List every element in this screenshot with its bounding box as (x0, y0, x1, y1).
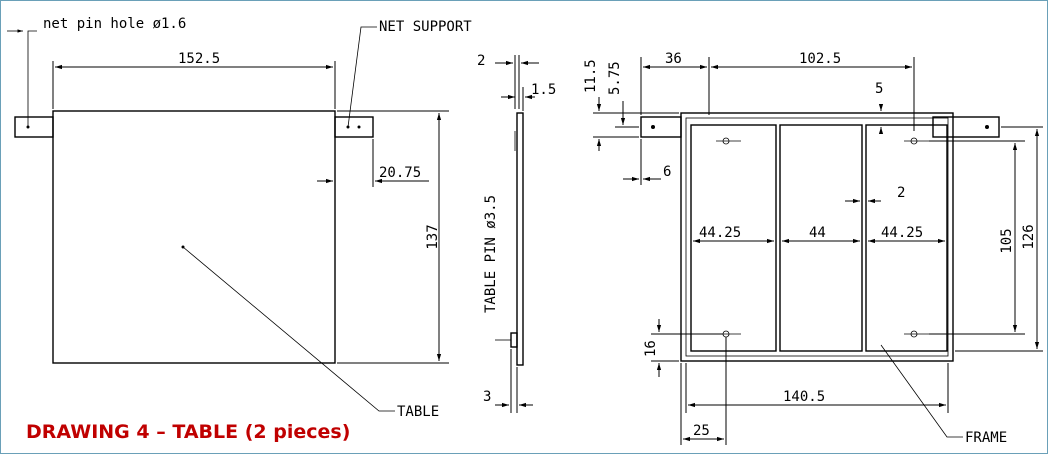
net-support-label: NET SUPPORT (379, 19, 472, 35)
dim-11-5-label: 11.5 (583, 59, 599, 93)
cell-left (690, 124, 777, 352)
net-support-right (334, 116, 374, 138)
dim-6-label: 6 (663, 164, 671, 180)
table-pin-label: TABLE PIN ø3.5 (483, 195, 499, 313)
side-view: 2 1.5 TABLE PIN ø3.5 3 (477, 53, 556, 413)
table-plate (52, 110, 336, 364)
dim-2-label: 2 (897, 185, 905, 201)
frame-inner (685, 117, 949, 357)
cell-right (865, 124, 948, 352)
net-pin-hole-label: net pin hole ø1.6 (43, 16, 186, 32)
dim-36-label: 36 (665, 51, 682, 67)
dim-44-label: 44 (809, 225, 826, 241)
drawing-caption: DRAWING 4 – TABLE (2 pieces) (26, 421, 351, 443)
dim-25-label: 25 (693, 423, 710, 439)
frame-support-right (932, 116, 1000, 138)
dim-top-gap-label: 2 (477, 53, 485, 69)
dim-105-label: 105 (999, 228, 1015, 253)
dim-support-offset-label: 20.75 (379, 165, 421, 181)
frame-label: FRAME (965, 430, 1007, 446)
table-leader (182, 246, 395, 412)
dim-5-label: 5 (875, 81, 883, 97)
dim-44-25-right-label: 44.25 (881, 225, 923, 241)
pin-hole-right-b (357, 125, 361, 129)
frame-support-left (640, 116, 682, 138)
table-label: TABLE (397, 404, 439, 420)
dim-thickness-label: 1.5 (531, 82, 556, 98)
net-support-leader (347, 26, 377, 128)
dim-126-label: 126 (1021, 224, 1037, 249)
dim-102-5-label: 102.5 (799, 51, 841, 67)
frame-view: 36 102.5 11.5 5.75 5 6 2 44.25 44 44.25 (583, 51, 1043, 446)
side-plate (516, 112, 524, 366)
front-view: net pin hole ø1.6 NET SUPPORT 152.5 137 … (7, 16, 472, 420)
dim-16-label: 16 (643, 340, 659, 357)
dim-height-label: 137 (425, 224, 441, 249)
dim-width-label: 152.5 (178, 51, 220, 67)
net-support-left (14, 116, 54, 138)
dim-5-75-label: 5.75 (607, 61, 623, 95)
dim-140-5-label: 140.5 (783, 389, 825, 405)
table-pin-side (510, 332, 518, 348)
frame-outer (680, 112, 954, 362)
dim-44-25-left-label: 44.25 (699, 225, 741, 241)
net-pin-hole-leader (27, 30, 37, 127)
dim-bottom-gap-label: 3 (483, 389, 491, 405)
frame-leader (880, 344, 963, 438)
cell-middle (779, 124, 863, 352)
